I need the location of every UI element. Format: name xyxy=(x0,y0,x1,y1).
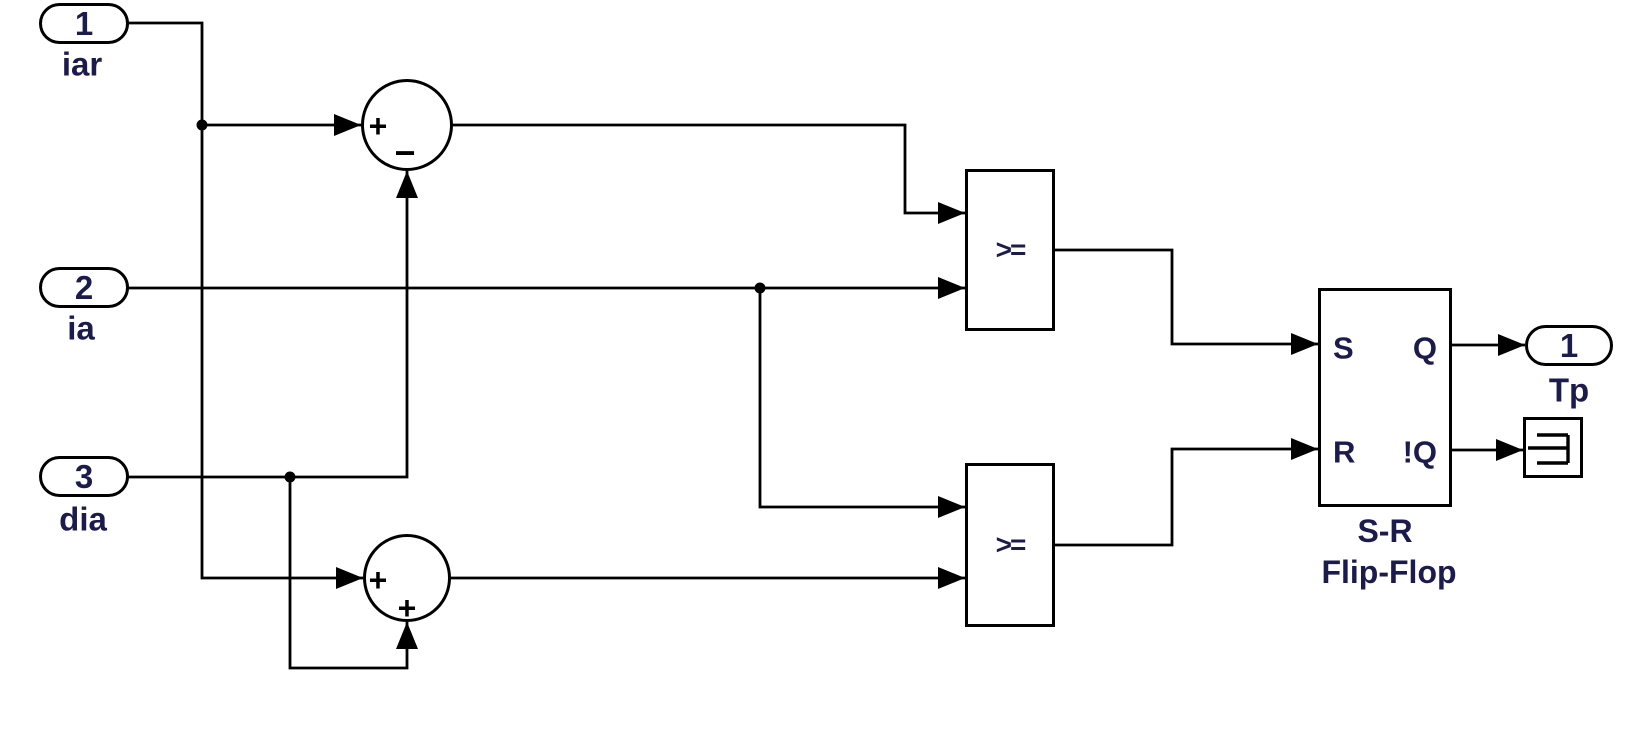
arrowhead xyxy=(938,202,965,224)
arrowhead xyxy=(1498,334,1525,356)
junction-dot xyxy=(754,282,766,294)
flipflop-name-line2: Flip-Flop xyxy=(1321,554,1457,590)
arrowhead xyxy=(1291,333,1318,355)
inport-block-iar[interactable]: 1 xyxy=(39,3,129,44)
wire-relop-top-to-s-input[interactable] xyxy=(1055,248,1318,346)
terminator-icon xyxy=(1528,433,1570,465)
flipflop-name-line1: S-R xyxy=(1357,513,1413,549)
arrowhead xyxy=(1291,438,1318,460)
relational-operator-symbol: >= xyxy=(995,234,1027,265)
inport-block-dia[interactable]: 3 xyxy=(39,456,129,497)
sum-bottom-plus-sign-2: + xyxy=(397,590,417,626)
terminator-block[interactable] xyxy=(1523,417,1583,478)
wire-ia-branch-to-relop-bottom[interactable] xyxy=(758,288,965,509)
arrowhead xyxy=(396,171,418,198)
wire-iar-to-sum-bottom[interactable] xyxy=(128,21,363,580)
wire-relop-bottom-to-r-input[interactable] xyxy=(1055,447,1318,547)
wire-dia-to-sum-top[interactable] xyxy=(128,171,409,479)
arrowhead xyxy=(396,622,418,649)
wire-sum-top-to-relop-top[interactable] xyxy=(453,123,965,215)
flipflop-port-r: R xyxy=(1333,434,1356,470)
outport-block-tp[interactable]: 1 xyxy=(1525,325,1613,366)
relational-operator-block-bottom[interactable]: >= xyxy=(965,463,1055,627)
arrowhead xyxy=(334,114,361,136)
inport-block-ia[interactable]: 2 xyxy=(39,267,129,308)
inport-label-iar: iar xyxy=(61,45,103,83)
arrowhead xyxy=(938,496,965,518)
arrowhead xyxy=(938,567,965,589)
sum-bottom-plus-sign: + xyxy=(368,562,388,598)
flipflop-port-q: Q xyxy=(1412,330,1437,366)
junction-dot xyxy=(284,471,296,483)
inport-number: 1 xyxy=(74,5,94,42)
arrowhead xyxy=(336,567,363,589)
sum-top-minus-sign: − xyxy=(394,132,416,173)
arrowhead xyxy=(938,277,965,299)
relational-operator-block-top[interactable]: >= xyxy=(965,169,1055,331)
junction-dot xyxy=(196,119,208,131)
inport-label-dia: dia xyxy=(59,500,107,538)
sum-block-bottom[interactable] xyxy=(363,534,451,622)
relational-operator-symbol: >= xyxy=(995,529,1027,560)
inport-label-ia: ia xyxy=(67,309,95,347)
flipflop-port-notq: !Q xyxy=(1402,434,1437,470)
inport-number: 3 xyxy=(74,458,94,495)
sum-block-top[interactable] xyxy=(361,79,453,171)
sum-top-plus-sign: + xyxy=(368,108,388,144)
sr-flipflop-block[interactable]: S R Q !Q xyxy=(1318,288,1452,507)
outport-number: 1 xyxy=(1559,327,1579,364)
inport-number: 2 xyxy=(74,269,94,306)
arrowhead xyxy=(1496,439,1523,461)
flipflop-port-s: S xyxy=(1333,330,1354,366)
outport-label-tp: Tp xyxy=(1548,371,1590,409)
